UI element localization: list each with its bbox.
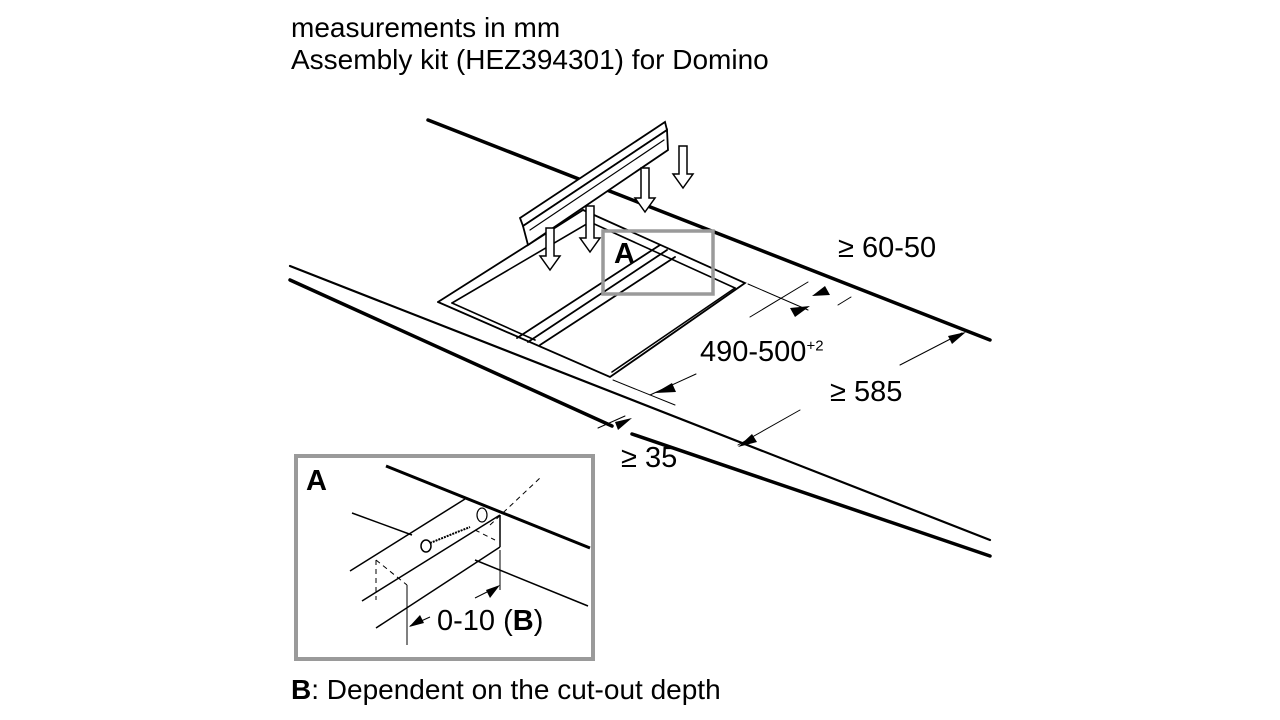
dimension-arrowheads [615,286,966,447]
worktop-front-edge-top [288,264,992,542]
cutout-inner [611,287,736,373]
crossbar [516,244,661,339]
detail-a-label: A [306,465,327,497]
detail-a-marker-frame [601,229,715,296]
detail-a-dimension: 0-10 (B) [437,605,543,638]
detail-a-drawing [349,464,591,645]
dim-front-offset: ≥ 35 [621,442,678,474]
screw-shaft [429,526,471,544]
dim-back-offset: ≥ 60-50 [838,232,937,264]
mounting-rail [529,139,665,231]
down-arrow-icon [538,227,562,272]
cutout-outline [437,209,747,379]
mounting-rail [521,128,669,247]
screw-hole-icon [476,507,488,523]
cutout-outline [437,209,584,303]
detail-marker-label: A [614,238,635,270]
detail-dim-ref: B [512,605,534,637]
title-kit: Assembly kit (HEZ394301) for Domino [291,44,769,75]
down-arrow-icon [671,145,695,190]
detail-dim-value: 0-10 ( [437,605,513,637]
dim-cutout-depth-value: 490-500 [700,336,807,368]
cutout-inner [451,302,536,341]
footnote-key: B [291,674,312,705]
worktop-front-edge [630,432,992,558]
crossbar [539,256,676,346]
footnote-text: : Dependent on the cut-out depth [311,674,721,705]
dim-worktop-depth: ≥ 585 [830,376,903,408]
worktop-front-edge [288,278,614,428]
dimension-arrowhead [409,615,424,627]
dim-cutout-depth: 490-500+2 [700,336,824,369]
detail-dim-close: ) [533,605,544,637]
footnote: B: Dependent on the cut-out depth [291,674,721,706]
down-arrow-icon [578,205,602,254]
dimension-arrowhead [486,585,500,598]
dim-cutout-tolerance: +2 [806,337,824,355]
screw-head-icon [420,539,432,553]
crossbar [527,249,668,343]
title-units: measurements in mm [291,12,561,43]
down-arrow-icon [633,167,657,214]
